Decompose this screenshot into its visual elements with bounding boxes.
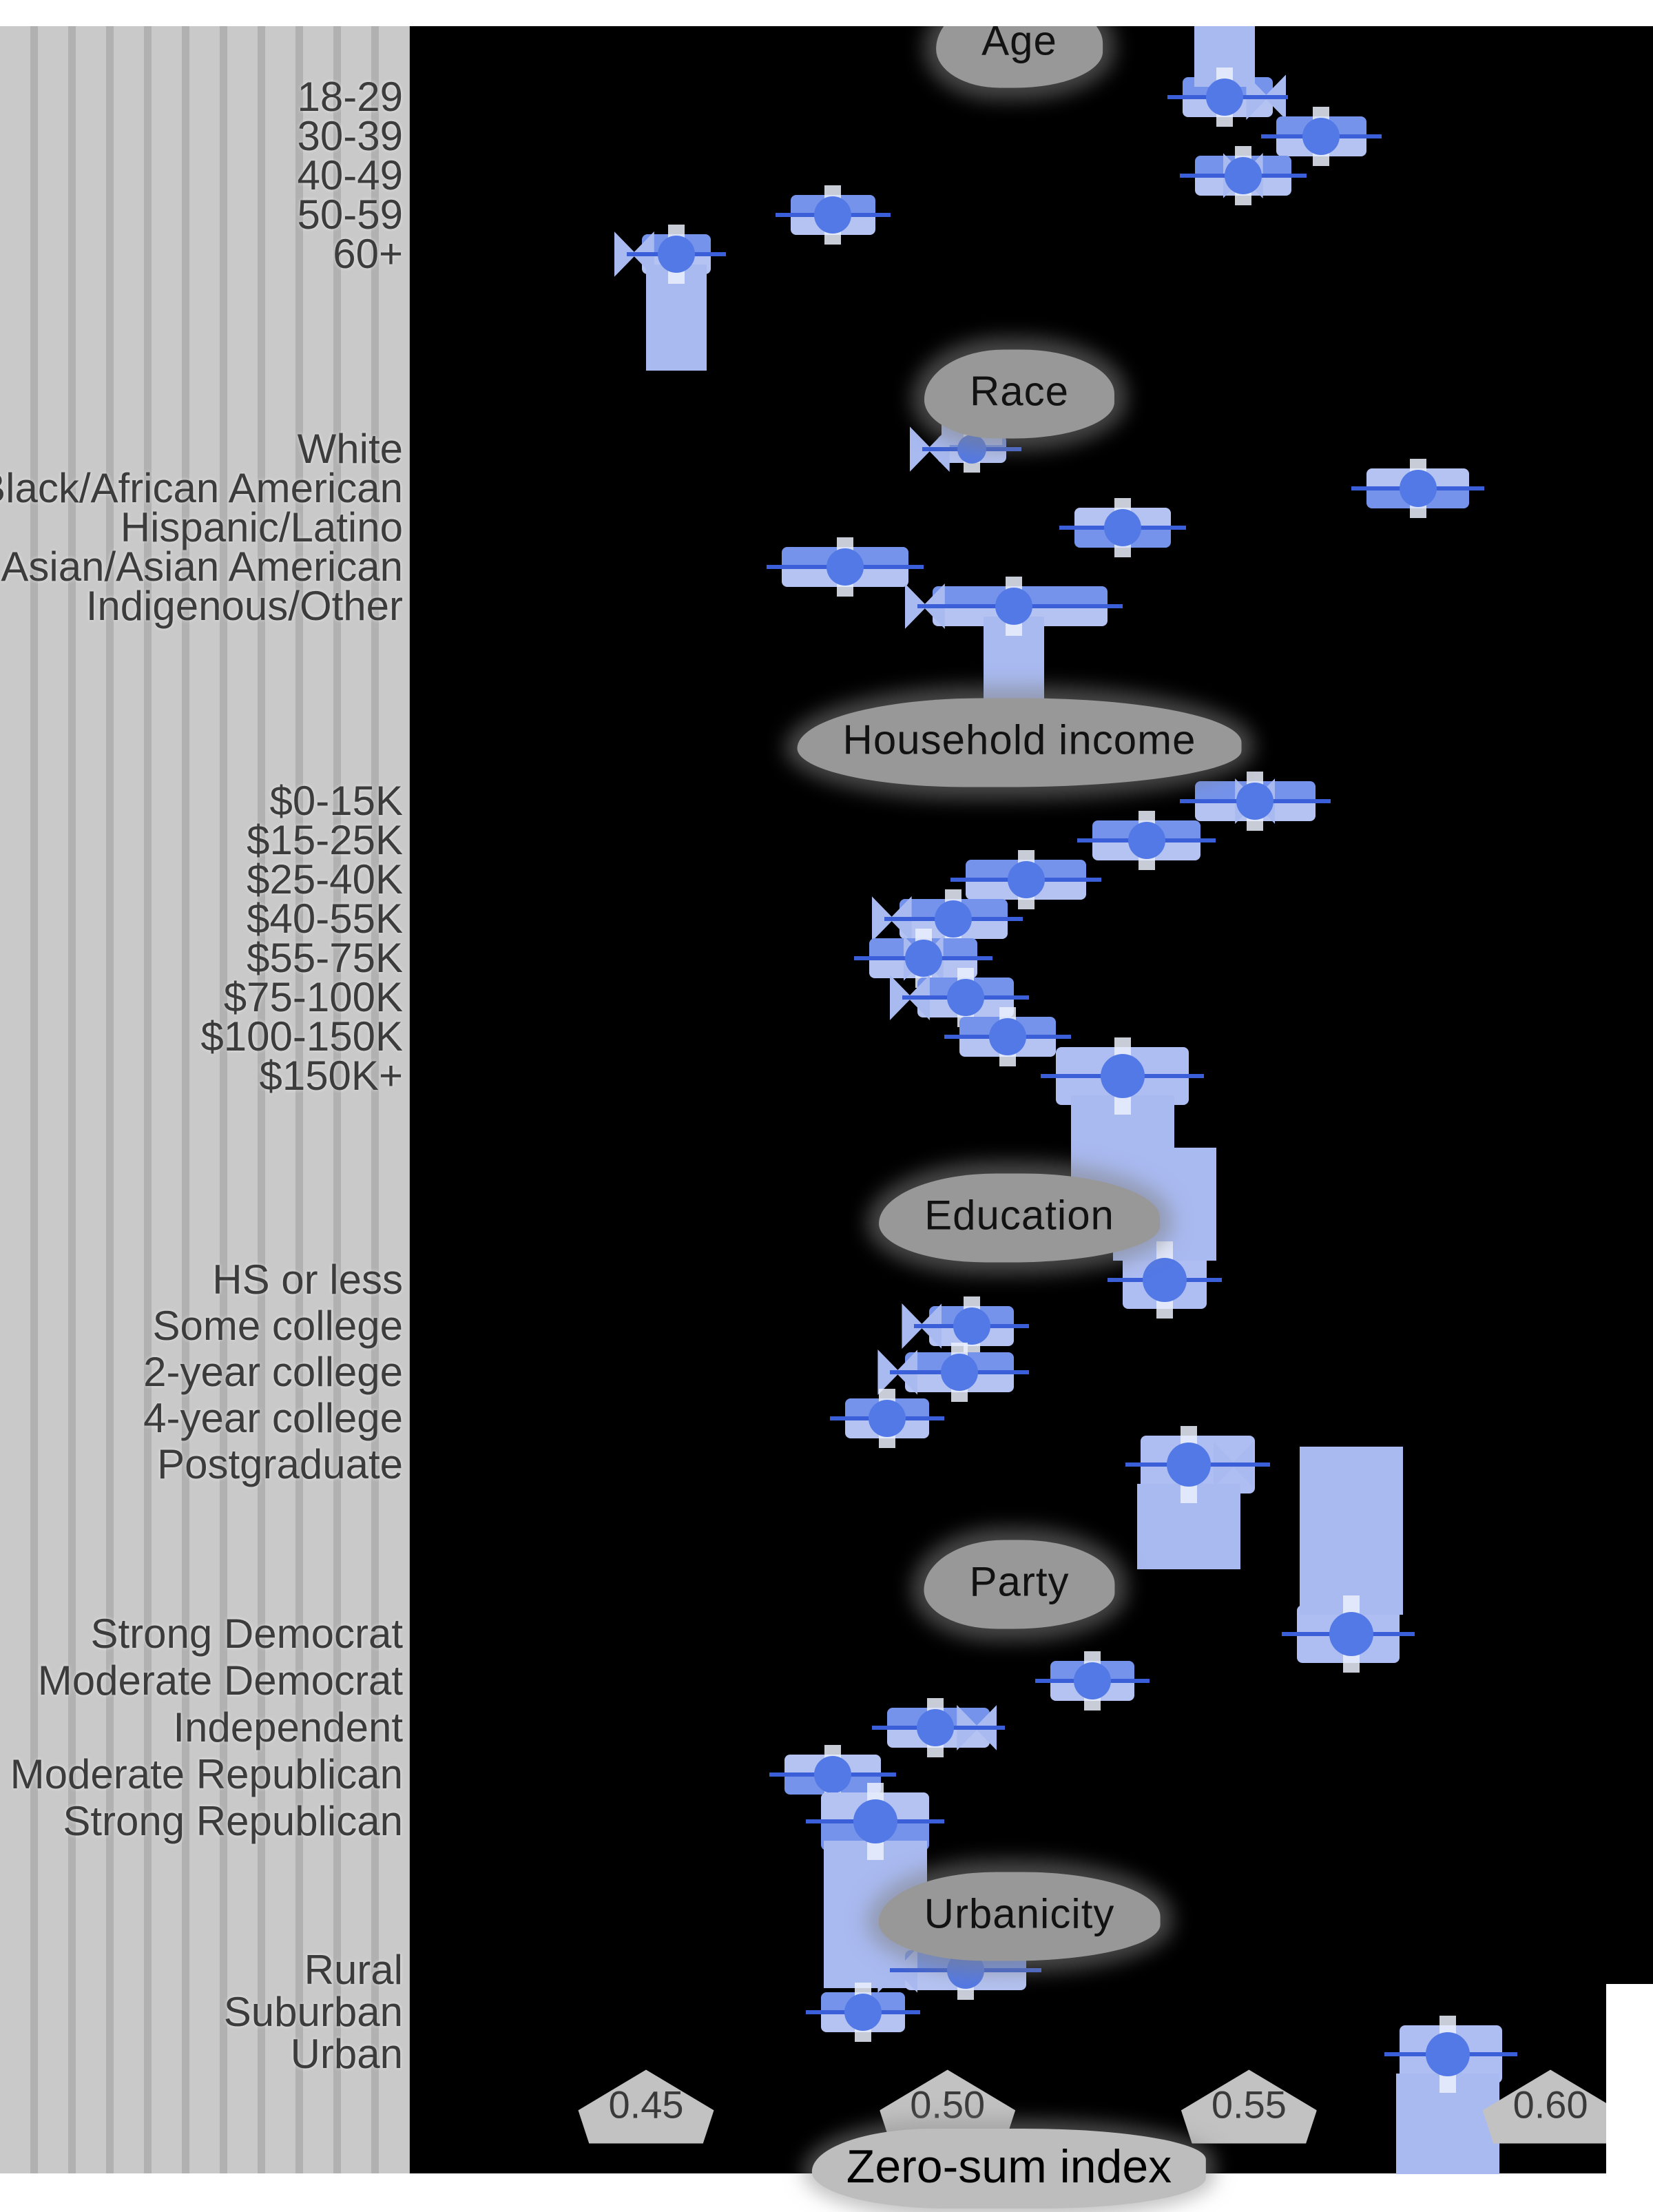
canvas-margin-right bbox=[1606, 1984, 1653, 2174]
row-label: 60+ bbox=[333, 231, 403, 277]
row-label: White bbox=[297, 426, 403, 472]
row-label: $15-25K bbox=[247, 817, 403, 863]
x-tick-blob: 0.60 bbox=[1482, 2069, 1619, 2144]
point-estimate bbox=[869, 1400, 906, 1437]
row-label: 50-59 bbox=[297, 192, 403, 238]
section-header-party: Party bbox=[924, 1540, 1115, 1629]
row-label: Independent bbox=[173, 1704, 403, 1750]
point-estimate bbox=[1224, 157, 1262, 194]
point-estimate bbox=[957, 435, 986, 464]
point-estimate bbox=[953, 1307, 990, 1345]
x-axis-title-text: Zero-sum index bbox=[846, 2140, 1172, 2193]
point-estimate bbox=[844, 1994, 882, 2031]
row-label: $100-150K bbox=[200, 1013, 403, 1060]
section-header-text: Race bbox=[969, 368, 1070, 415]
x-axis-title-blob: Zero-sum index bbox=[811, 2129, 1207, 2209]
label-panel-artifact-stripes bbox=[0, 26, 410, 2173]
row-label: Asian/Asian American bbox=[1, 544, 403, 590]
row-label: 40-49 bbox=[297, 152, 403, 198]
section-header-blob: Party bbox=[924, 1540, 1115, 1629]
point-estimate bbox=[917, 1709, 955, 1746]
point-estimate bbox=[1236, 783, 1274, 820]
section-header-education: Education bbox=[879, 1173, 1160, 1263]
row-label: Strong Democrat bbox=[90, 1611, 403, 1657]
canvas-margin-top bbox=[0, 0, 1653, 26]
x-tick-0.55: 0.55 bbox=[1181, 2069, 1317, 2144]
row-label: Moderate Republican bbox=[10, 1751, 403, 1797]
row-label: $25-40K bbox=[247, 856, 403, 902]
row-label: Urban bbox=[290, 2031, 403, 2077]
x-tick-label: 0.45 bbox=[608, 2082, 684, 2127]
point-estimate bbox=[657, 236, 695, 273]
row-label: Moderate Democrat bbox=[37, 1657, 403, 1704]
point-estimate bbox=[1426, 2032, 1470, 2076]
row-label: Suburban bbox=[223, 1989, 403, 2035]
row-label: Rural bbox=[304, 1947, 403, 1993]
section-header-blob: Urbanicity bbox=[878, 1872, 1161, 1961]
section-header-text: Education bbox=[924, 1192, 1114, 1239]
y-axis-label-panel bbox=[0, 26, 410, 2173]
row-label: 30-39 bbox=[297, 113, 403, 159]
row-label: Strong Republican bbox=[63, 1798, 403, 1844]
point-estimate bbox=[1100, 1054, 1145, 1098]
point-estimate bbox=[1142, 1258, 1187, 1302]
section-header-blob: Race bbox=[924, 349, 1115, 439]
row-label: 2-year college bbox=[143, 1349, 403, 1395]
point-estimate bbox=[814, 196, 852, 234]
section-header-text: Party bbox=[969, 1558, 1070, 1605]
point-estimate bbox=[1302, 118, 1340, 155]
point-estimate bbox=[1007, 861, 1045, 898]
row-label: $75-100K bbox=[223, 974, 403, 1020]
row-label: 4-year college bbox=[143, 1395, 403, 1441]
section-header-household-income: Household income bbox=[797, 698, 1242, 787]
row-label: HS or less bbox=[212, 1257, 403, 1303]
point-estimate bbox=[904, 940, 942, 977]
section-header-blob: Education bbox=[879, 1173, 1160, 1263]
row-label: $55-75K bbox=[247, 935, 403, 981]
section-header-text: Household income bbox=[842, 716, 1196, 763]
point-estimate bbox=[935, 900, 973, 938]
x-tick-blob: 0.45 bbox=[578, 2069, 714, 2144]
row-label: Indigenous/Other bbox=[85, 583, 403, 629]
x-tick-0.60: 0.60 bbox=[1482, 2069, 1619, 2144]
marker-tail bbox=[1300, 1447, 1404, 1615]
point-estimate bbox=[826, 548, 864, 586]
point-estimate bbox=[1329, 1612, 1374, 1656]
point-estimate bbox=[946, 979, 984, 1016]
point-estimate bbox=[1127, 822, 1165, 859]
x-tick-label: 0.60 bbox=[1512, 2082, 1588, 2127]
row-label: 18-29 bbox=[297, 74, 403, 120]
x-tick-label: 0.50 bbox=[910, 2082, 986, 2127]
point-estimate bbox=[995, 588, 1032, 625]
point-estimate bbox=[1206, 79, 1244, 116]
row-label: $0-15K bbox=[269, 778, 403, 824]
point-estimate bbox=[1399, 470, 1437, 507]
point-estimate bbox=[1073, 1662, 1111, 1699]
row-label: Black/African American bbox=[0, 465, 403, 511]
x-tick-label: 0.55 bbox=[1211, 2082, 1287, 2127]
point-estimate bbox=[1103, 509, 1141, 546]
point-estimate bbox=[814, 1756, 852, 1793]
x-tick-0.45: 0.45 bbox=[578, 2069, 714, 2144]
section-header-urbanicity: Urbanicity bbox=[878, 1872, 1161, 1961]
point-estimate bbox=[941, 1354, 979, 1391]
section-header-text: Urbanicity bbox=[924, 1890, 1115, 1937]
row-label: Hispanic/Latino bbox=[120, 504, 403, 550]
row-label: $40-55K bbox=[247, 896, 403, 942]
row-label: $150K+ bbox=[259, 1053, 403, 1099]
point-estimate bbox=[989, 1018, 1027, 1055]
point-estimate bbox=[853, 1799, 897, 1843]
section-header-race: Race bbox=[924, 349, 1115, 439]
row-label: Postgraduate bbox=[157, 1441, 403, 1487]
section-header-blob: Household income bbox=[797, 698, 1242, 787]
row-label: Some college bbox=[152, 1303, 403, 1349]
point-estimate bbox=[1166, 1443, 1211, 1487]
x-axis-title: Zero-sum index bbox=[811, 2129, 1207, 2209]
